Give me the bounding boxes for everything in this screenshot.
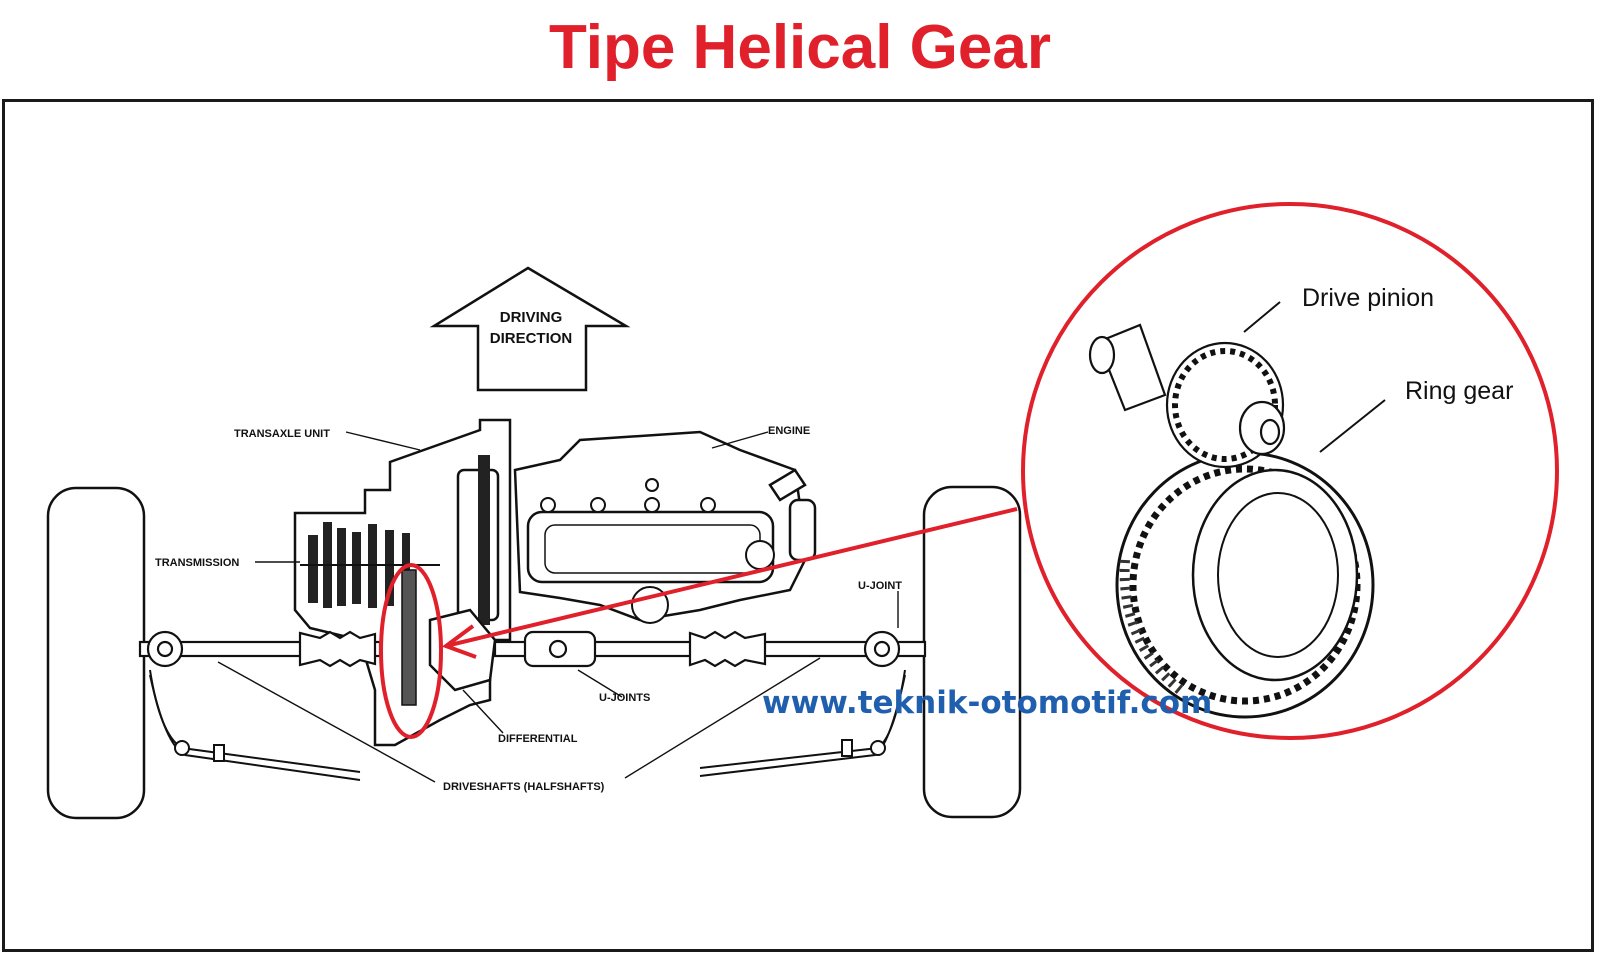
diagram-frame [2,99,1594,952]
label-transmission: TRANSMISSION [155,557,239,569]
differential-highlight [379,563,443,739]
label-ring-gear: Ring gear [1405,377,1513,405]
leader-lines [217,431,899,783]
arrow-label-line1: DRIVING [500,309,563,326]
drive-pinion-illustration [1088,323,1286,469]
engine-drawing [513,430,817,624]
ring-gear-illustration [1115,451,1375,719]
right-wheel [922,485,1022,819]
arrow-label-line2: DIRECTION [490,330,573,347]
driving-direction-arrow: DRIVING DIRECTION [429,266,631,392]
label-differential: DIFFERENTIAL [498,733,578,745]
transaxle-unit-drawing [293,418,512,747]
diagram-title: Tipe Helical Gear [549,13,1051,82]
watermark-url: www.teknik-otomotif.com [762,685,1212,721]
zoom-pointer [441,507,1018,659]
label-transaxle-unit: TRANSAXLE UNIT [234,428,330,440]
driveshafts-drawing [138,630,927,668]
gear-zoom-inset: Drive pinion Ring gear [1021,202,1559,740]
label-driveshafts: DRIVESHAFTS (HALFSHAFTS) [443,781,605,793]
label-engine: ENGINE [768,425,810,437]
label-drive-pinion: Drive pinion [1302,284,1434,312]
suspension-drawing [149,669,906,781]
left-wheel [46,486,146,820]
label-u-joint: U-JOINT [858,580,902,592]
label-u-joints: U-JOINTS [599,692,650,704]
